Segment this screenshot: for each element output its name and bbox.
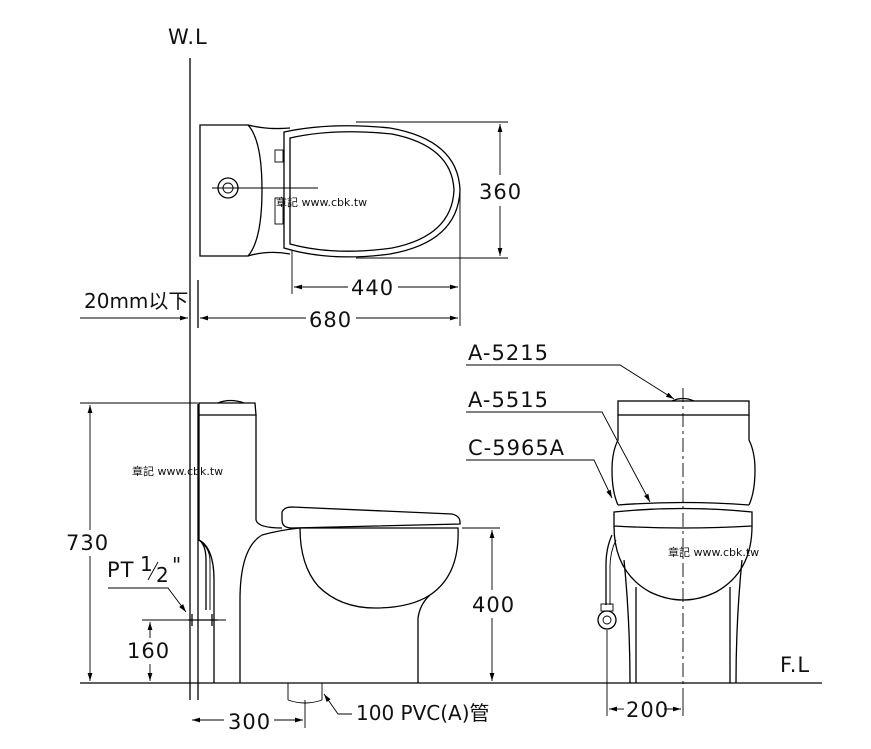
watermark-front: 章記 www.cbk.tw	[668, 545, 759, 559]
watermark-plan: 章記 www.cbk.tw	[276, 195, 367, 209]
wall-gap-label: 20mm以下	[84, 289, 188, 313]
wall-line	[189, 58, 199, 700]
dim-side-offset	[606, 630, 684, 716]
dim-top-width-label: 360	[479, 180, 522, 204]
watermark-side: 章記 www.cbk.tw	[132, 464, 223, 478]
drain-pipe-label: 100 PVC(A)管	[356, 701, 490, 725]
part-seat: A-5515	[468, 388, 549, 412]
dim-side-offset-label: 200	[626, 698, 669, 722]
callout-tank-lid	[466, 364, 675, 400]
front-view	[597, 388, 756, 700]
pt-thread-label: PT 1 2 "	[107, 552, 187, 613]
dim-seat-length-label: 440	[351, 276, 394, 300]
dim-top-width	[356, 121, 508, 259]
dim-seat-height-label: 400	[472, 593, 515, 617]
dim-supply-height-label: 160	[127, 639, 170, 663]
part-body: C-5965A	[468, 436, 565, 460]
dim-rough-in	[192, 700, 306, 728]
dim-total-length	[80, 294, 461, 326]
drain-pipe-callout	[323, 693, 352, 715]
wall-line-label: W.L	[168, 25, 208, 49]
dim-seat-height	[462, 527, 500, 681]
plan-view	[199, 124, 461, 258]
dim-rough-in-label: 300	[228, 710, 271, 734]
pt-suffix: "	[172, 553, 181, 577]
side-view	[184, 399, 461, 704]
dim-seat-length	[291, 190, 461, 294]
dim-height-label: 730	[66, 531, 109, 555]
dim-height	[80, 402, 198, 681]
callout-body	[466, 459, 613, 499]
pt-numerator: 1	[140, 552, 153, 576]
pt-denominator: 2	[156, 563, 169, 587]
pt-prefix: PT	[107, 558, 135, 582]
callout-seat	[466, 411, 651, 503]
floor-line-label: F.L	[780, 653, 810, 677]
dim-total-length-label: 680	[309, 308, 352, 332]
dim-supply-height	[142, 619, 186, 681]
part-tank-lid: A-5215	[468, 341, 549, 365]
